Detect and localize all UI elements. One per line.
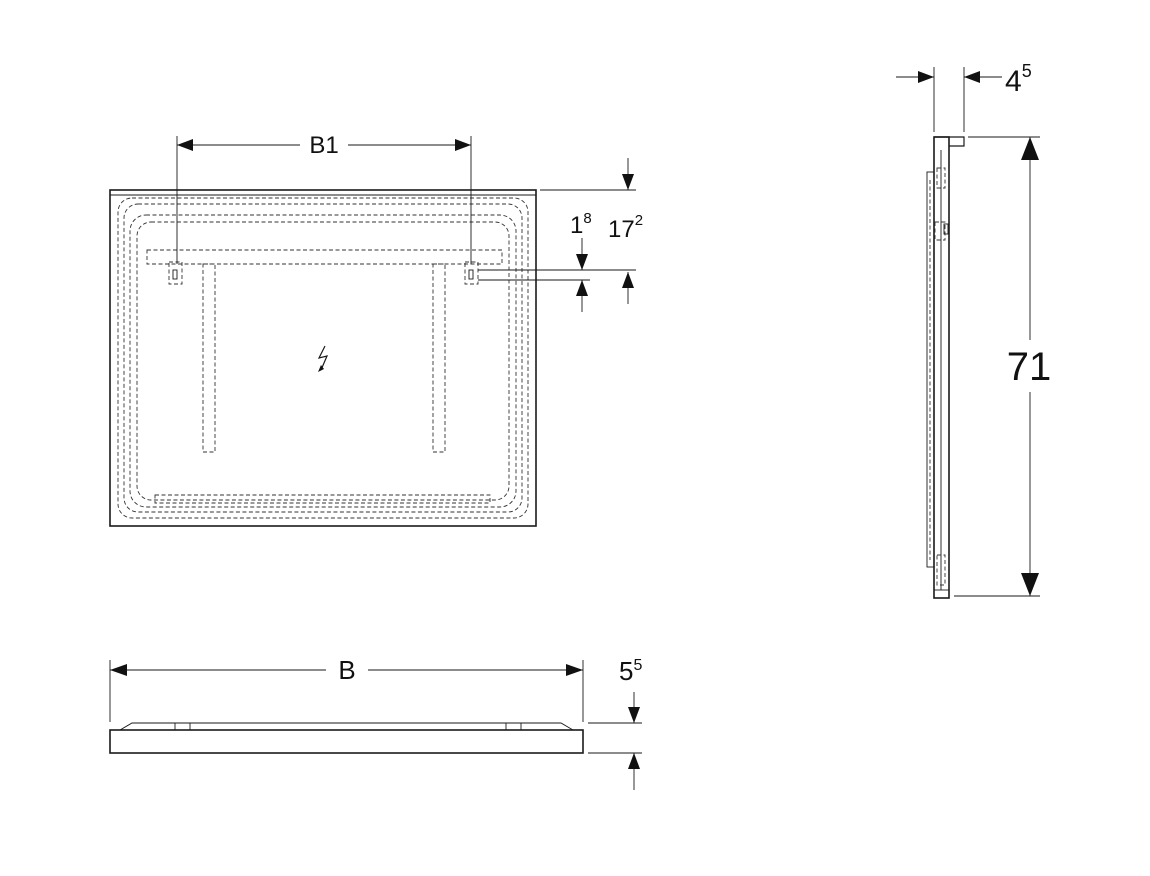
depth-top-label: 45 [1005, 61, 1032, 98]
left-strut [202, 263, 216, 453]
dimension-height: 71 [954, 136, 1052, 597]
bottom-view [109, 722, 584, 754]
top-bar [146, 249, 503, 265]
b1-label: B1 [309, 132, 338, 159]
top-offset-label: 18 [570, 210, 592, 239]
dimension-b: B [109, 655, 584, 722]
dimension-depth-top: 45 [896, 61, 1032, 132]
right-strut [432, 263, 446, 453]
depth-bottom-label: 55 [619, 656, 642, 686]
front-view [109, 189, 537, 527]
bottom-bar [154, 494, 491, 504]
bottom-outline [109, 729, 584, 754]
light-frame-outer [117, 197, 529, 519]
electrical-connection-icon [317, 345, 329, 372]
right-hanger [464, 261, 479, 285]
dimension-top-offsets: 18 172 [478, 158, 643, 312]
hole-offset-label: 172 [608, 212, 643, 243]
light-frame-inner [129, 214, 517, 508]
side-outline [933, 136, 950, 599]
height-label: 71 [1007, 345, 1052, 389]
mirror-outline [109, 189, 537, 527]
dimension-b1: B1 [176, 132, 472, 264]
dimension-depth-bottom: 55 [588, 656, 642, 790]
b-label: B [338, 655, 355, 685]
left-hanger [168, 261, 183, 285]
side-view [926, 136, 965, 599]
